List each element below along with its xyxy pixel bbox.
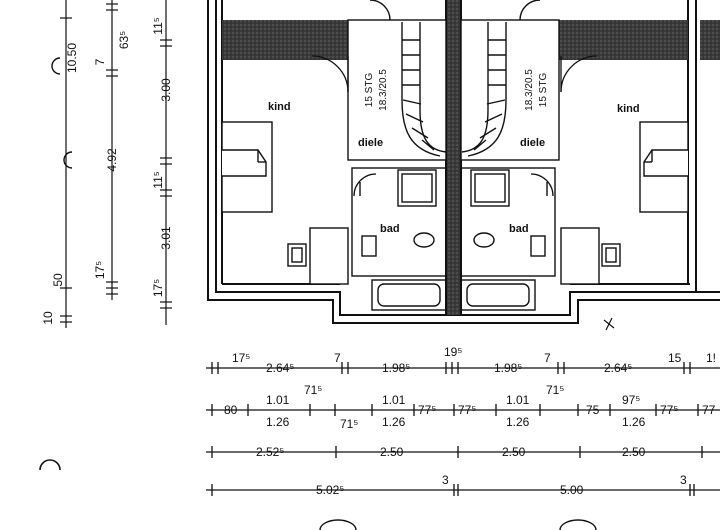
- room-label-bad-right: bad: [509, 223, 529, 235]
- dim-label-17-5-b: 17⁵: [151, 279, 165, 297]
- vertical-dimension-axis-1: [60, 0, 72, 328]
- dim-row-1-label: 17⁵: [232, 351, 250, 365]
- bottom-circle-mark-2: [559, 519, 597, 530]
- door-swings: [311, 55, 598, 197]
- vertical-dimension-axis-3: [160, 0, 172, 325]
- dim-row-4-labels: 5.02⁵ 3 5.00 3: [316, 473, 687, 497]
- dim-row-2-label: 77⁵: [418, 403, 436, 417]
- dim-row-2-label: 1.26: [506, 415, 530, 429]
- bed-left: [221, 121, 273, 213]
- bed-right: [639, 121, 689, 213]
- stair-core-left: [347, 0, 447, 161]
- dim-row-1-label: 1.98⁵: [382, 361, 410, 375]
- dim-row-1-label: 2.64⁵: [266, 361, 294, 375]
- room-label-diele-right: diele: [520, 137, 545, 149]
- room-label-kind-right: kind: [617, 103, 640, 115]
- dim-label-63-5: 63⁵: [117, 31, 131, 49]
- hatched-wall-far-right: [700, 20, 720, 60]
- dim-row-1-labels: 17⁵ 2.64⁵ 7 1.98⁵ 19⁵ 1.98⁵ 7 2.64⁵ 15 1…: [232, 345, 716, 375]
- stair-label-left-1: 15 STG: [364, 73, 375, 108]
- desk-right: [560, 227, 621, 285]
- dim-row-2-label: 77⁵: [458, 403, 476, 417]
- dim-row-lines: [206, 367, 720, 491]
- room-label-bad-left: bad: [380, 223, 400, 235]
- desk-left: [287, 227, 349, 285]
- dim-row-1-label: 19⁵: [444, 345, 462, 359]
- dim-row-2-label: 75: [586, 403, 600, 417]
- hole-punch-mark-3: [39, 459, 61, 471]
- dim-row-2-label: 71⁵: [340, 417, 358, 431]
- dim-row-3-label: 2.50: [380, 445, 404, 459]
- hole-punch-mark-2: [63, 151, 73, 169]
- stair-label-right-1: 18.3/20.5: [524, 69, 535, 111]
- dim-row-2-label: 71⁵: [304, 383, 322, 397]
- dim-row-2-label: 1.01: [266, 393, 290, 407]
- hatched-wall-left: [222, 20, 350, 60]
- dim-row-2-labels: 80 1.01 1.26 71⁵ 71⁵ 1.01 1.26 77⁵ 77⁵ 1…: [224, 383, 716, 431]
- dim-row-4-label: 3: [680, 473, 687, 487]
- stair-label-right-2: 15 STG: [538, 73, 549, 108]
- dim-row-1-label: 7: [334, 351, 341, 365]
- stair-label-left-2: 18.3/20.5: [378, 69, 389, 111]
- dim-row-2-label: 71⁵: [546, 383, 564, 397]
- dim-row-3-label: 2.50: [622, 445, 646, 459]
- hole-punch-mark-1: [51, 57, 61, 75]
- dim-row-1-label: 2.64⁵: [604, 361, 632, 375]
- dim-label-7: 7: [93, 58, 107, 65]
- dim-row-2-label: 80: [224, 403, 238, 417]
- dim-label-10: 10: [41, 311, 55, 325]
- dim-row-3-labels: 2.52⁵ 2.50 2.50 2.50: [256, 445, 646, 459]
- bathroom-left: [351, 167, 447, 311]
- dim-row-2-label: 1.01: [382, 393, 406, 407]
- dim-row-2-label: 77⁵: [660, 403, 678, 417]
- dim-row-3-label: 2.52⁵: [256, 445, 284, 459]
- dim-row-2-label: 77: [702, 403, 716, 417]
- dim-label-11-5-a: 11⁵: [151, 17, 165, 34]
- dim-row-2-label: 1.26: [382, 415, 406, 429]
- dim-label-10-50: 10.50: [65, 43, 79, 73]
- dim-row-2-label: 1.01: [506, 393, 530, 407]
- dim-label-11-5-b: 11⁵: [151, 171, 165, 188]
- dim-row-3-label: 2.50: [502, 445, 526, 459]
- dim-label-50: 50: [51, 273, 65, 287]
- room-label-diele-left: diele: [358, 137, 383, 149]
- party-wall-hatch: [447, 0, 460, 315]
- bottom-circle-mark-1: [319, 519, 357, 530]
- dim-row-1-label: 7: [544, 351, 551, 365]
- room-label-kind-left: kind: [268, 101, 291, 113]
- bathroom-right: [460, 167, 556, 311]
- dim-row-1-label: 1!: [706, 351, 716, 365]
- dim-row-4-label: 5.00: [560, 483, 584, 497]
- hatched-wall-right: [558, 20, 688, 60]
- dim-row-2-label: 1.26: [622, 415, 646, 429]
- vertical-dimension-axis-2: [106, 0, 118, 300]
- dim-label-3-00: 3.00: [159, 78, 173, 102]
- dim-row-ticks: [211, 362, 703, 496]
- dim-label-3-01: 3.01: [159, 226, 173, 250]
- dim-row-4-label: 5.02⁵: [316, 483, 344, 497]
- dim-label-17-5-a: 17⁵: [93, 261, 107, 279]
- dim-row-4-label: 3: [442, 473, 449, 487]
- dim-row-1-label: 1.98⁵: [494, 361, 522, 375]
- cross-mark: [603, 317, 615, 331]
- stair-core-right: [460, 0, 560, 161]
- dim-row-1-label: 15: [668, 351, 682, 365]
- dim-row-2-label: 1.26: [266, 415, 290, 429]
- dim-label-4-92: 4.92: [105, 148, 119, 172]
- dim-row-2-label: 97⁵: [622, 393, 640, 407]
